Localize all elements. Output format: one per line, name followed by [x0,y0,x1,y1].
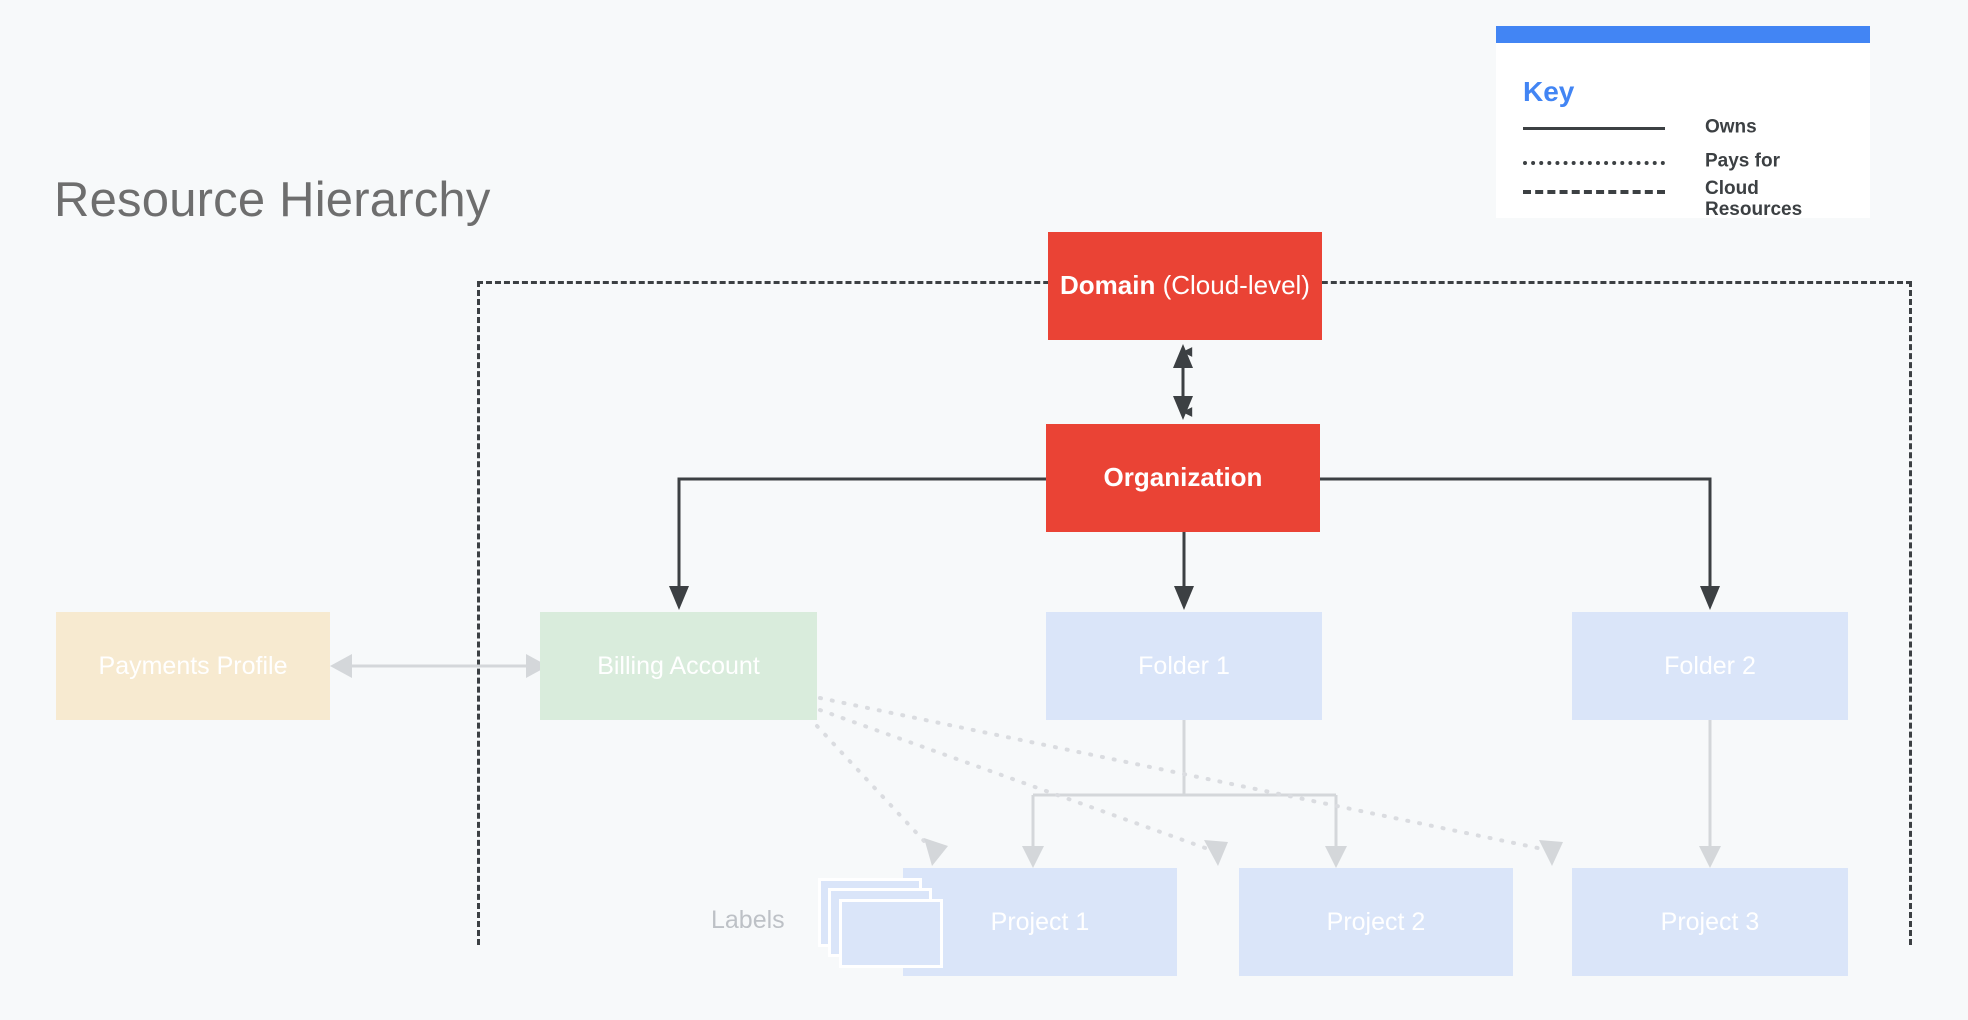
dashed-line-icon [1523,190,1665,194]
edge-organization-billing [669,477,1046,610]
node-project-2[interactable]: Project 2 [1239,868,1513,976]
page-title: Resource Hierarchy [54,173,491,227]
edge-billing-project2 [818,708,1228,866]
dotted-line-icon [1523,161,1665,165]
node-project-2-label: Project 2 [1326,907,1426,936]
solid-line-icon [1523,127,1665,130]
edge-organization-folder2 [1320,477,1720,610]
label-card-front [839,899,943,968]
key-row-owns: Owns [1523,110,1853,144]
node-billing-account[interactable]: Billing Account [540,612,817,720]
node-project-3[interactable]: Project 3 [1572,868,1848,976]
node-payments-profile-label: Payments Profile [98,651,288,680]
labels-caption: Labels [711,906,785,934]
edge-payments-billing [330,654,548,678]
key-title: Key [1523,76,1575,107]
node-billing-account-label: Billing Account [597,651,760,680]
edge-domain-organization [1173,344,1193,420]
node-project-1[interactable]: Project 1 [903,868,1177,976]
node-payments-profile[interactable]: Payments Profile [56,612,330,720]
key-label-owns: Owns [1705,116,1757,138]
node-folder-1[interactable]: Folder 1 [1046,612,1322,720]
node-folder-1-label: Folder 1 [1138,651,1230,680]
key-row-pays-for: Pays for [1523,144,1853,178]
node-domain-label-regular: (Cloud-level) [1155,270,1310,301]
node-organization[interactable]: Organization [1046,424,1320,532]
node-project-1-label: Project 1 [990,907,1090,936]
edge-organization-folder1 [1174,532,1194,610]
labels-card-stack[interactable] [818,878,953,976]
key-row-cloud-resources: Cloud Resources [1523,178,1853,220]
edge-folder2-project3 [1699,720,1721,868]
node-domain[interactable]: Domain (Cloud-level) [1048,232,1322,340]
node-folder-2-label: Folder 2 [1664,651,1756,680]
node-domain-label-bold: Domain [1060,270,1156,301]
key-legend-panel: Key Owns Pays for Cloud Resources [1496,26,1870,220]
node-project-3-label: Project 3 [1660,907,1760,936]
edge-billing-project1 [815,724,948,866]
node-folder-2[interactable]: Folder 2 [1572,612,1848,720]
edge-billing-project3 [818,696,1563,866]
key-label-pays-for: Pays for [1705,150,1780,172]
key-label-cloud-resources: Cloud Resources [1705,178,1803,221]
node-organization-label: Organization [1103,462,1263,493]
key-accent-bar [1496,26,1870,43]
edge-folder1-projects [1022,720,1347,868]
